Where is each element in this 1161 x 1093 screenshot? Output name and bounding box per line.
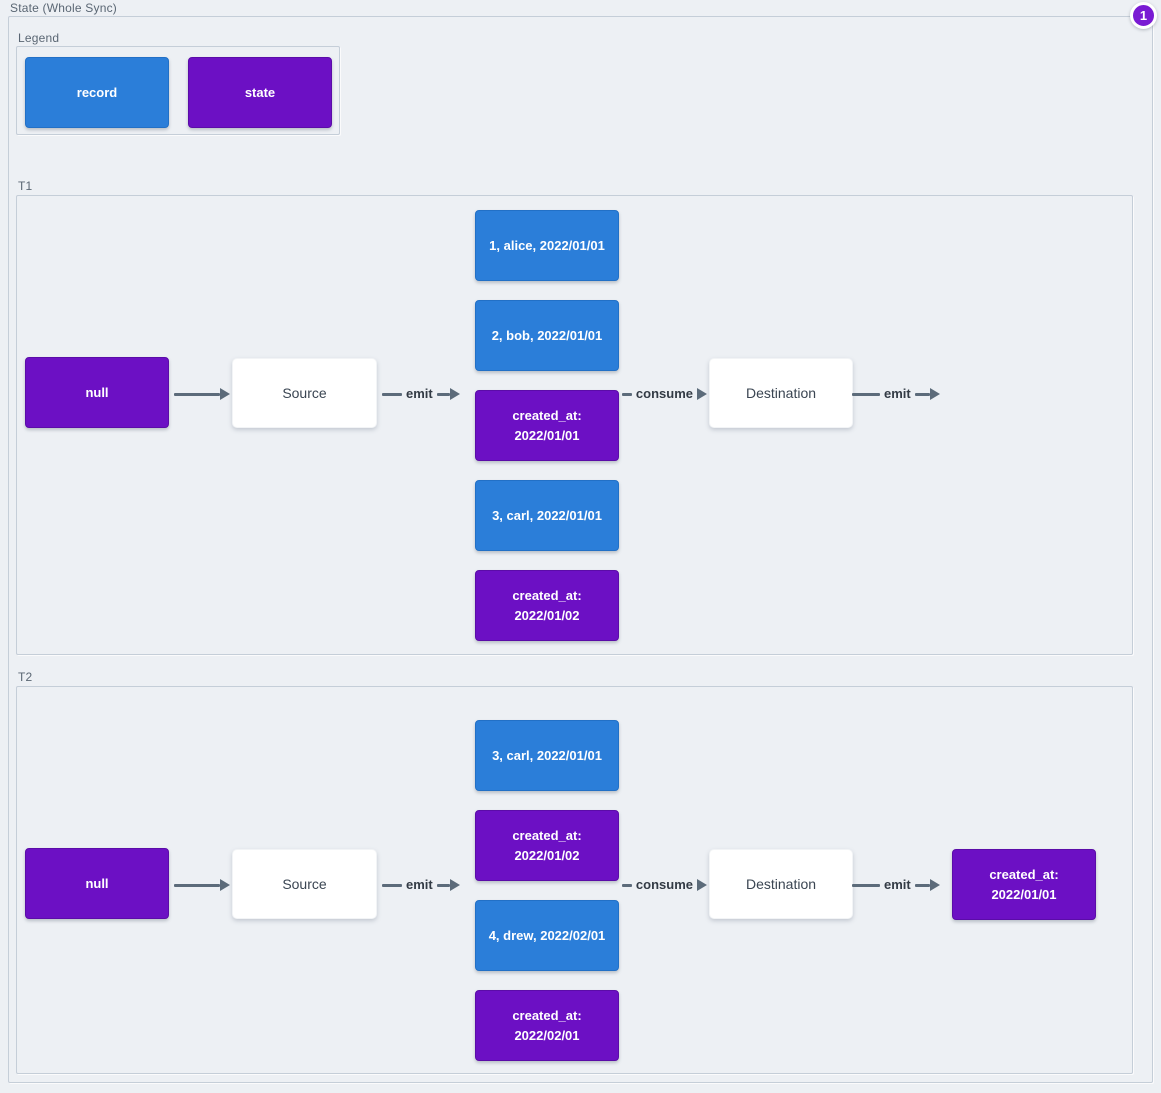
arrowhead-icon — [697, 388, 707, 400]
arrow-label: emit — [884, 386, 911, 401]
arrowhead-icon — [220, 388, 230, 400]
t2-queue-record-1: 3, carl, 2022/01/01 — [475, 720, 619, 791]
arrow-label: emit — [406, 386, 433, 401]
t1-label: T1 — [18, 179, 33, 193]
t2-arrow-emit-out: emit — [852, 877, 940, 893]
arrow-line — [914, 883, 930, 887]
t1-source-node: Source — [232, 358, 377, 428]
arrow-label: consume — [635, 386, 693, 401]
t2-queue-state-1: created_at: 2022/01/02 — [475, 810, 619, 881]
t2-emitted-state-node: created_at: 2022/01/01 — [952, 849, 1096, 920]
t1-arrow-emit: emit — [382, 386, 460, 402]
t2-queue-state-2: created_at: 2022/02/01 — [475, 990, 619, 1061]
arrowhead-icon — [930, 879, 940, 891]
t2-source-node: Source — [232, 849, 377, 919]
t2-frame — [16, 686, 1133, 1074]
arrow-line — [382, 883, 402, 887]
arrow-line — [382, 392, 402, 396]
legend-title: Legend — [18, 31, 60, 45]
arrow-line — [174, 392, 220, 396]
diagram-title: State (Whole Sync) — [10, 1, 117, 15]
annotation-badge-number: 1 — [1139, 8, 1148, 23]
legend-record-swatch: record — [25, 57, 169, 128]
arrow-line — [622, 883, 632, 887]
arrow-line — [436, 883, 450, 887]
t2-destination-node: Destination — [709, 849, 853, 919]
t1-frame — [16, 195, 1133, 655]
arrow-line — [174, 883, 220, 887]
t1-destination-node: Destination — [709, 358, 853, 428]
t2-queue-record-2: 4, drew, 2022/02/01 — [475, 900, 619, 971]
t1-queue-state-1: created_at: 2022/01/01 — [475, 390, 619, 461]
t2-arrow-null-to-source — [174, 877, 230, 893]
arrowhead-icon — [450, 388, 460, 400]
arrow-label: emit — [884, 877, 911, 892]
legend-frame — [16, 46, 340, 135]
annotation-badge[interactable]: 1 — [1130, 2, 1157, 29]
t2-arrow-consume: consume — [622, 877, 707, 893]
arrow-line — [914, 392, 930, 396]
t1-arrow-null-to-source — [174, 386, 230, 402]
arrow-line — [436, 392, 450, 396]
t1-queue-record-3: 3, carl, 2022/01/01 — [475, 480, 619, 551]
legend-state-swatch: state — [188, 57, 332, 128]
outer-frame — [8, 16, 1153, 1083]
t1-arrow-consume: consume — [622, 386, 707, 402]
arrow-label: consume — [635, 877, 693, 892]
t2-null-state-node: null — [25, 848, 169, 919]
arrow-line — [852, 392, 880, 396]
t1-arrow-emit-out: emit — [852, 386, 940, 402]
t1-queue-record-1: 1, alice, 2022/01/01 — [475, 210, 619, 281]
t1-null-state-node: null — [25, 357, 169, 428]
t1-queue-record-2: 2, bob, 2022/01/01 — [475, 300, 619, 371]
t2-label: T2 — [18, 670, 33, 684]
arrow-label: emit — [406, 877, 433, 892]
arrowhead-icon — [450, 879, 460, 891]
arrow-line — [852, 883, 880, 887]
arrow-line — [622, 392, 632, 396]
t1-queue-state-2: created_at: 2022/01/02 — [475, 570, 619, 641]
t2-arrow-emit: emit — [382, 877, 460, 893]
arrowhead-icon — [697, 879, 707, 891]
arrowhead-icon — [930, 388, 940, 400]
arrowhead-icon — [220, 879, 230, 891]
